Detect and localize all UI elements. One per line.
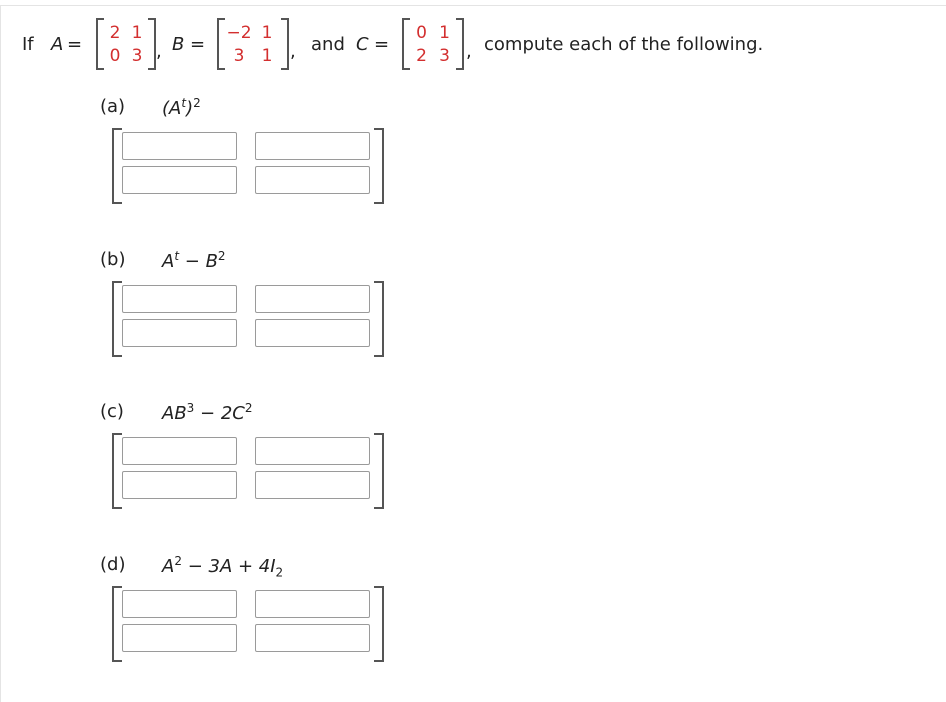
matrix-a: 2 1 0 3 [96, 18, 156, 70]
answer-input-r2c1[interactable] [122, 166, 237, 194]
equals-sign-b: = [190, 34, 206, 55]
answer-input-r2c1[interactable] [122, 319, 237, 347]
part-label: (b) [100, 249, 126, 270]
equals-sign-c: = [374, 34, 390, 55]
matrix-b-cell: −2 [226, 22, 252, 43]
matrix-b-cell: 1 [261, 45, 273, 66]
matrix-b-cell: 3 [233, 45, 245, 66]
part-label: (c) [100, 401, 124, 422]
matrix-c-name: C [356, 34, 369, 55]
answer-input-r1c2[interactable] [255, 132, 370, 160]
answer-input-r1c1[interactable] [122, 132, 237, 160]
answer-input-r2c2[interactable] [255, 319, 370, 347]
matrix-a-cell: 3 [131, 45, 143, 66]
answer-matrix [112, 433, 384, 509]
answer-input-r2c2[interactable] [255, 471, 370, 499]
page-top-border [0, 5, 946, 6]
instruction-text: compute each of the following. [484, 34, 764, 55]
matrix-a-name: A [51, 34, 64, 55]
part-expression: A2 − 3A + 4I2 [162, 554, 284, 580]
part-label: (d) [100, 554, 126, 575]
page-left-border [0, 5, 1, 702]
matrix-b-name: B [172, 34, 185, 55]
answer-input-r2c2[interactable] [255, 624, 370, 652]
answer-input-r2c1[interactable] [122, 471, 237, 499]
comma-b: , [290, 41, 296, 62]
matrix-c: 0 1 2 3 [402, 18, 464, 70]
problem-statement: If A = 2 1 0 3 , B = −2 1 3 1 , and C = … [0, 0, 946, 90]
part-expression: (At)2 [162, 96, 201, 119]
comma-c: , [466, 41, 472, 62]
part-expression: AB3 − 2C2 [162, 401, 253, 424]
matrix-c-cell: 2 [416, 45, 427, 66]
answer-matrix [112, 281, 384, 357]
part-label: (a) [100, 96, 126, 117]
matrix-b-cell: 1 [261, 22, 273, 43]
answer-input-r2c1[interactable] [122, 624, 237, 652]
answer-input-r1c1[interactable] [122, 590, 237, 618]
answer-input-r1c2[interactable] [255, 590, 370, 618]
answer-matrix [112, 586, 384, 662]
answer-matrix [112, 128, 384, 204]
matrix-c-cell: 3 [439, 45, 450, 66]
comma-a: , [156, 41, 162, 62]
and-text: and [311, 34, 345, 55]
answer-input-r2c2[interactable] [255, 166, 370, 194]
answer-input-r1c1[interactable] [122, 285, 237, 313]
matrix-a-cell: 2 [109, 22, 121, 43]
matrix-a-cell: 0 [109, 45, 121, 66]
equals-sign-a: = [67, 34, 83, 55]
if-text: If [22, 34, 34, 55]
matrix-a-cell: 1 [131, 22, 143, 43]
answer-input-r1c1[interactable] [122, 437, 237, 465]
answer-input-r1c2[interactable] [255, 285, 370, 313]
part-expression: At − B2 [162, 249, 226, 272]
matrix-c-cell: 0 [416, 22, 427, 43]
matrix-b: −2 1 3 1 [217, 18, 289, 70]
matrix-c-cell: 1 [439, 22, 450, 43]
answer-input-r1c2[interactable] [255, 437, 370, 465]
